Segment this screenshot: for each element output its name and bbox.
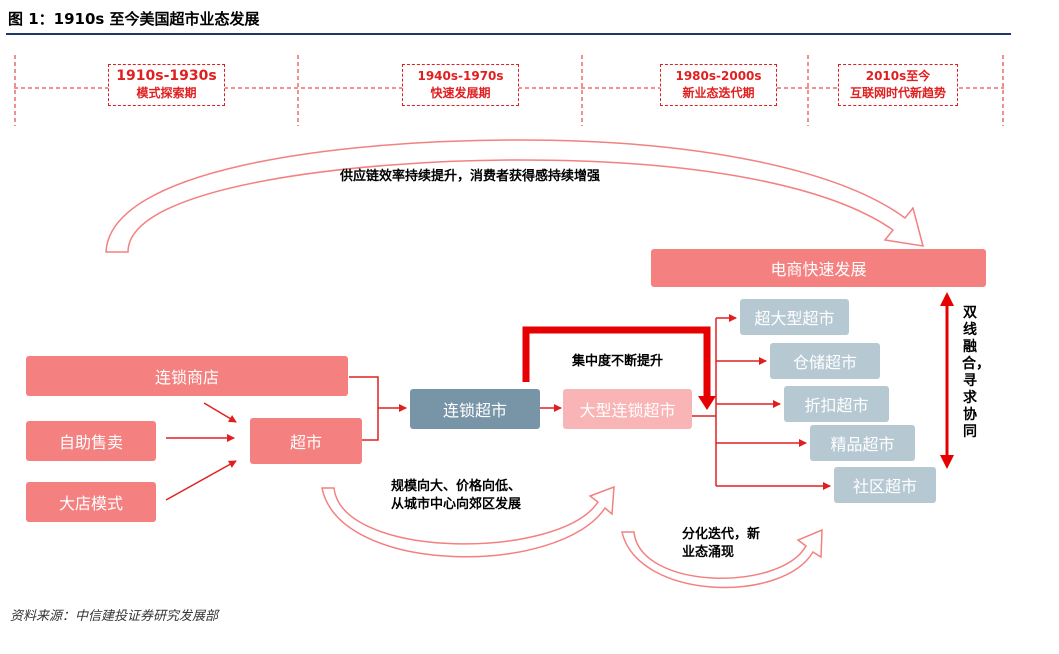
era-name: 互联网时代新趋势 — [849, 86, 946, 100]
efficiency-note: 供应链效率持续提升，消费者获得感持续增强 — [340, 169, 601, 184]
era-name: 快速发展期 — [430, 86, 491, 100]
scale-arrow — [321, 485, 615, 558]
scale-note-line2: 从城市中心向郊区发展 — [391, 497, 522, 512]
chain-store-box: 连锁商店 — [26, 356, 348, 396]
ecommerce-box: 电商快速发展 — [651, 249, 986, 287]
community-box: 社区超市 — [834, 467, 936, 503]
fusion-arrow — [940, 292, 954, 469]
chain-supermarket-box: 连锁超市 — [410, 389, 540, 429]
concentration-note: 集中度不断提升 — [572, 354, 664, 369]
supermarket-box: 超市 — [250, 418, 362, 464]
warehouse-box: 仓储超市 — [770, 343, 880, 379]
discount-box: 折扣超市 — [784, 386, 889, 422]
title-rule — [6, 33, 1011, 35]
era-period: 2010s至今 — [865, 69, 931, 83]
input-arrows — [165, 402, 237, 501]
fusion-note: 双线融合，寻求协同 — [962, 305, 990, 440]
scale-note-line1: 规模向大、价格向低、 — [391, 479, 522, 494]
merge-connector — [349, 376, 562, 441]
concentration-arrow — [522, 326, 716, 410]
diversify-note-line2: 业态涌现 — [682, 545, 735, 560]
era-2010s: 2010s至今 互联网时代新趋势 — [838, 64, 958, 106]
figure-title: 图 1：1910s 至今美国超市业态发展 — [8, 10, 260, 28]
era-1980s: 1980s-2000s 新业态迭代期 — [660, 64, 777, 106]
hypermarket-box: 超大型超市 — [740, 299, 849, 335]
era-name: 模式探索期 — [136, 86, 197, 100]
diversify-arrow — [621, 528, 823, 589]
diversify-note: 分化迭代，新 业态涌现 — [682, 526, 760, 562]
branch-connector — [692, 314, 831, 490]
efficiency-arrow — [105, 139, 925, 253]
era-period: 1910s-1930s — [116, 68, 217, 84]
diversify-note-line1: 分化迭代，新 — [682, 527, 761, 542]
self-service-box: 自助售卖 — [26, 421, 156, 461]
source-note: 资料来源：中信建投证券研究发展部 — [10, 609, 219, 624]
era-period: 1940s-1970s — [417, 69, 504, 83]
era-1940s: 1940s-1970s 快速发展期 — [402, 64, 519, 106]
big-store-box: 大店模式 — [26, 482, 156, 522]
era-name: 新业态迭代期 — [682, 86, 755, 100]
boutique-box: 精品超市 — [810, 425, 915, 461]
era-period: 1980s-2000s — [675, 69, 762, 83]
era-1910s: 1910s-1930s 模式探索期 — [108, 64, 225, 106]
large-chain-supermarket-box: 大型连锁超市 — [563, 389, 692, 429]
scale-note: 规模向大、价格向低、 从城市中心向郊区发展 — [391, 478, 521, 514]
